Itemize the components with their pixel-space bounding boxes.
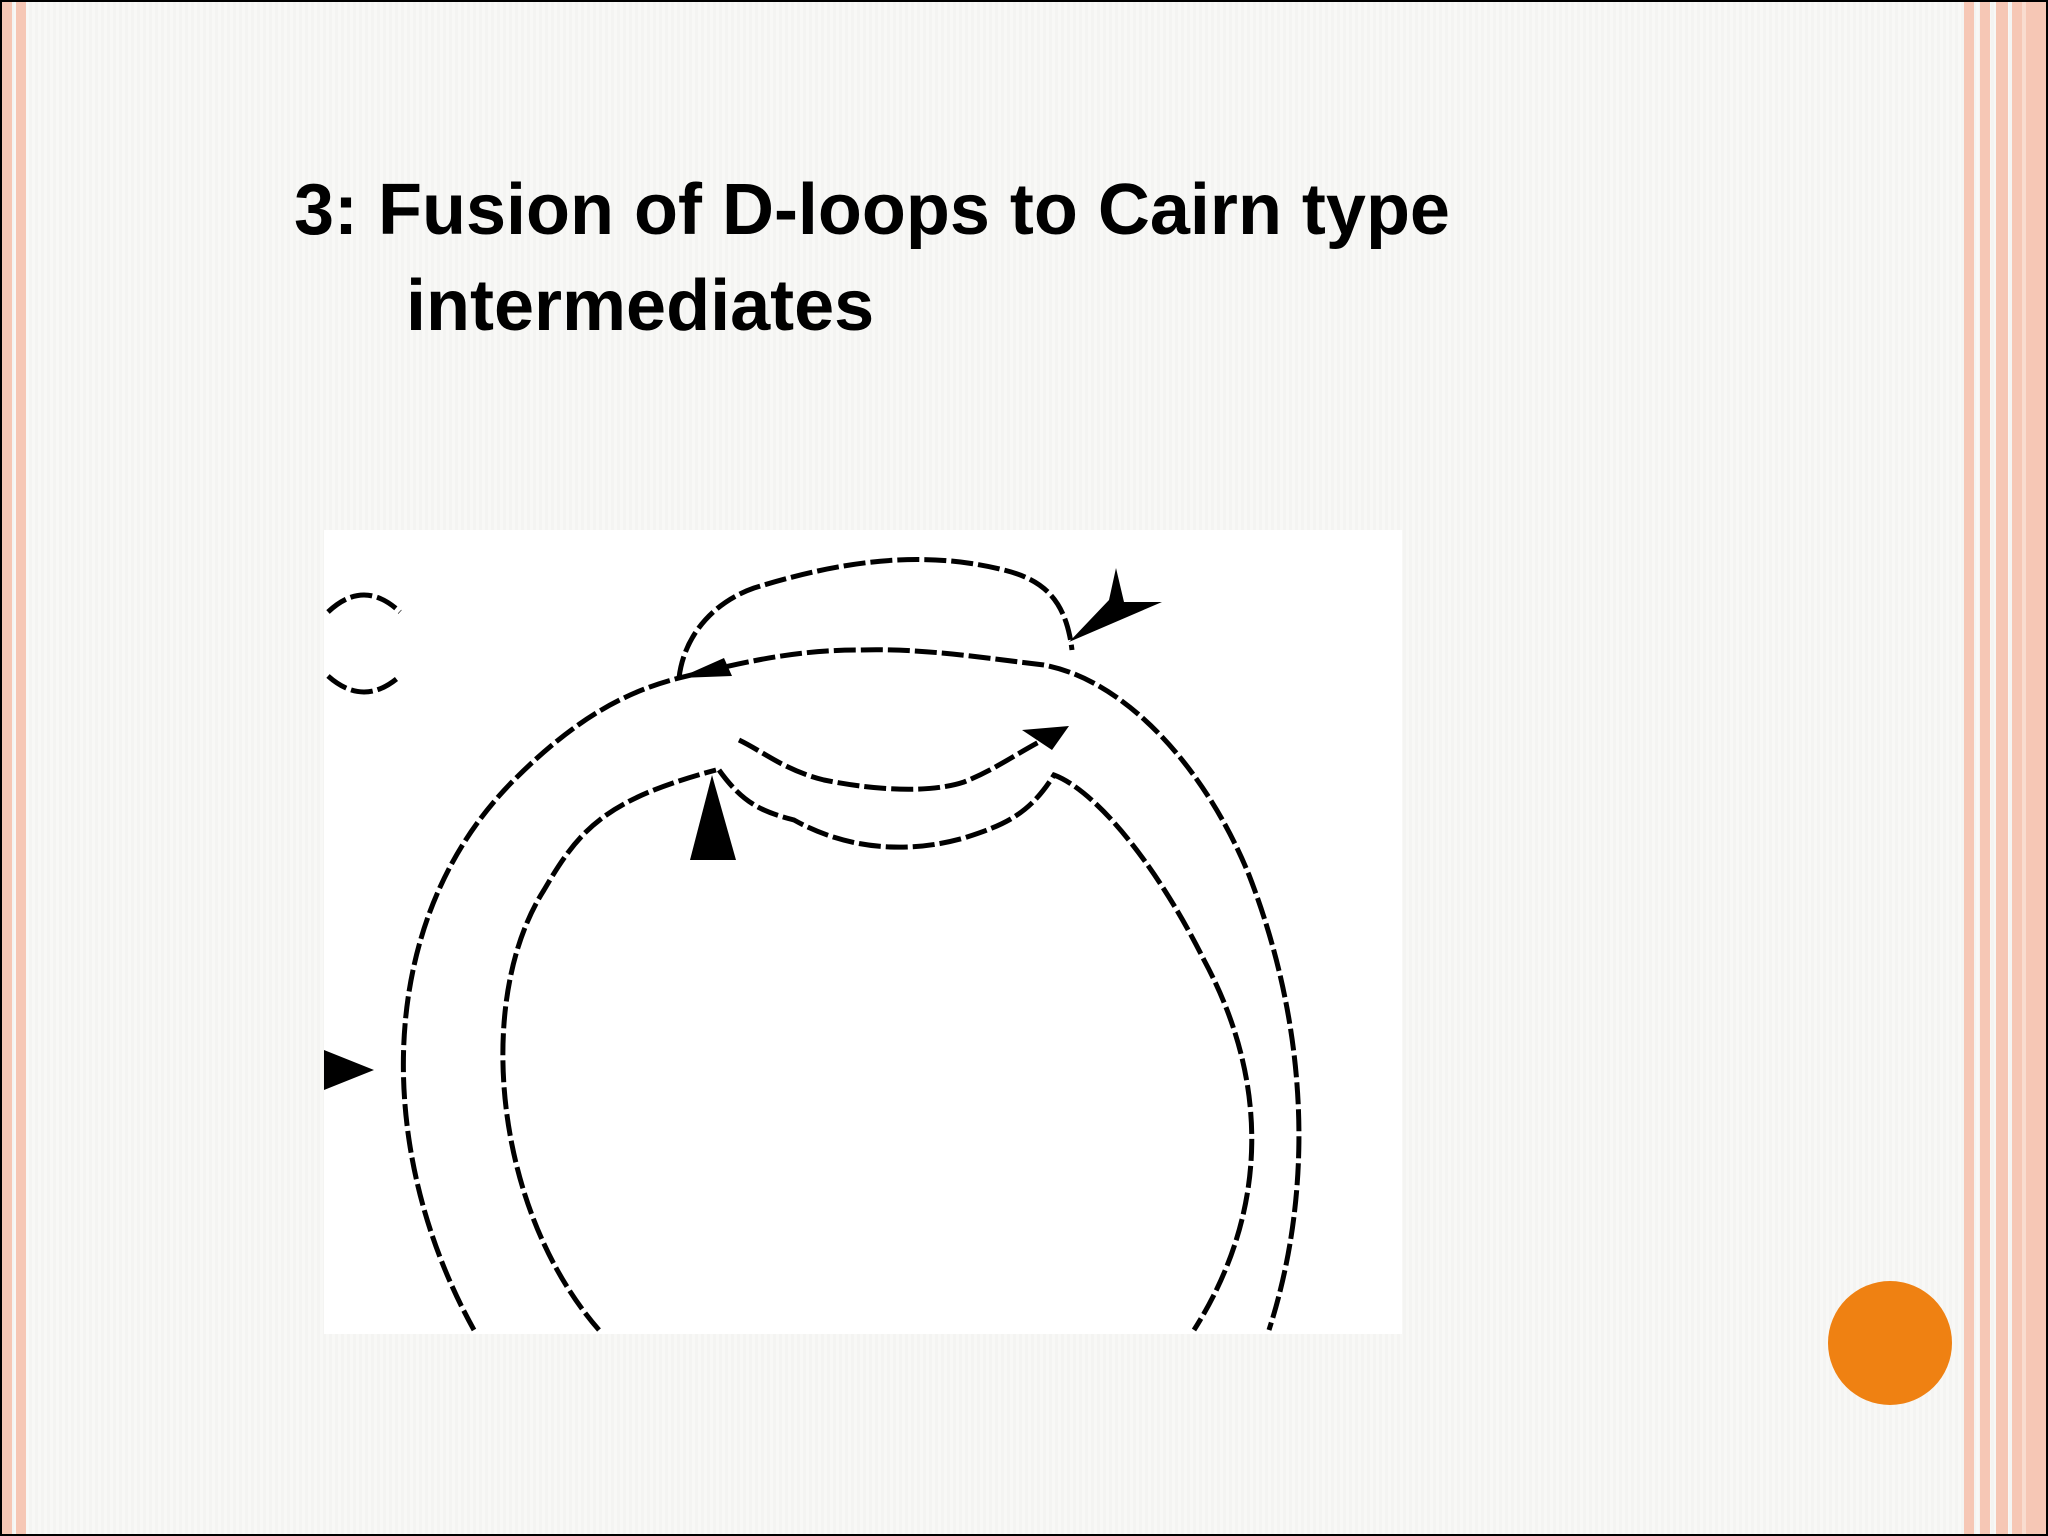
title-line-2: intermediates bbox=[406, 266, 875, 346]
arrow-marker bbox=[1069, 568, 1162, 642]
arrow-marker bbox=[690, 775, 736, 860]
title-line-1: 3: Fusion of D-loops to Cairn type bbox=[294, 170, 1450, 250]
right-border-stripe bbox=[1964, 2, 1974, 1534]
accent-dot bbox=[1828, 1281, 1952, 1405]
left-border-stripe bbox=[2, 2, 12, 1534]
arrow-marker bbox=[1022, 726, 1069, 750]
arrow-marker bbox=[679, 658, 732, 678]
right-border-stripe bbox=[1996, 2, 2008, 1534]
outer-strand bbox=[400, 647, 1302, 1332]
arrow-marker bbox=[324, 1050, 374, 1090]
small-ring-top bbox=[326, 592, 402, 614]
inner-strand bbox=[500, 767, 1255, 1332]
outer-bubble-strand bbox=[676, 557, 1075, 679]
right-border-stripe bbox=[2022, 2, 2026, 1534]
cairn-intermediate-diagram bbox=[324, 530, 1402, 1334]
small-ring-bottom bbox=[326, 674, 402, 695]
diagram-svg bbox=[324, 557, 1302, 1332]
slide-title: 3: Fusion of D-loops to Cairn type inter… bbox=[294, 162, 1694, 354]
inner-bubble-strand bbox=[737, 729, 1061, 792]
right-border-stripe bbox=[1980, 2, 1990, 1534]
left-border-stripe bbox=[16, 2, 26, 1534]
right-border-stripe bbox=[2012, 2, 2046, 1534]
